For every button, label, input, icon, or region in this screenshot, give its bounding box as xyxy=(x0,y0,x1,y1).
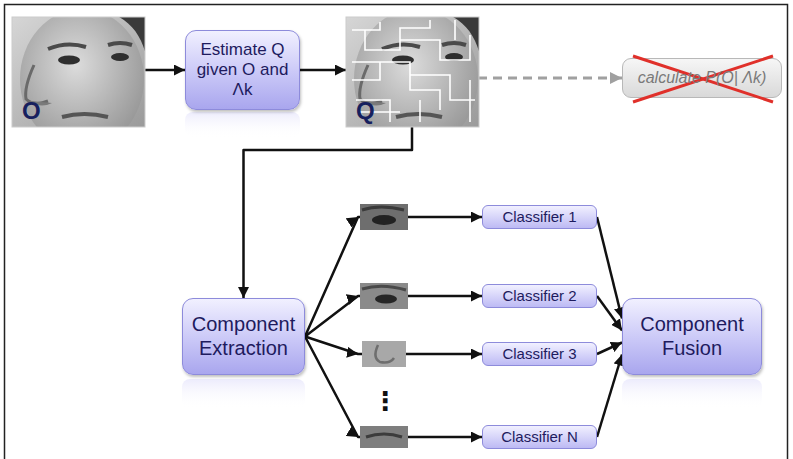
classifier-box: Classifier 2 xyxy=(482,284,597,308)
classifier-box: Classifier N xyxy=(482,425,597,449)
flow-arrow xyxy=(145,69,185,72)
eye-patch xyxy=(360,204,408,230)
node-text: Classifier 3 xyxy=(502,345,576,363)
segmented-image: Q xyxy=(346,17,478,127)
box-reflection xyxy=(185,112,300,138)
node-text: Component Fusion xyxy=(630,313,754,360)
flow-arrow xyxy=(597,343,622,355)
flow-arrow xyxy=(305,217,482,337)
flow-arrow xyxy=(597,296,622,331)
classifier-box: Classifier 1 xyxy=(482,205,597,229)
face-photo xyxy=(12,9,152,149)
box-reflection xyxy=(182,379,305,409)
process-box: Component Fusion xyxy=(622,298,762,375)
flow-arrow xyxy=(300,69,346,72)
ellipsis-dots: ⋮ xyxy=(370,386,400,417)
box-reflection xyxy=(622,379,762,409)
node-text: Classifier 2 xyxy=(502,287,576,305)
cross-out-line xyxy=(633,56,773,102)
segmented-face-photo xyxy=(346,9,486,149)
eye-patch xyxy=(360,283,408,309)
frame-border xyxy=(5,5,788,459)
node-text: Classifier N xyxy=(501,428,578,446)
flow-arrow xyxy=(597,355,622,438)
classifier-box: Classifier 3 xyxy=(482,342,597,366)
flow-arrow xyxy=(305,337,482,438)
node-text: O xyxy=(22,97,41,125)
cross-out-line xyxy=(633,56,773,102)
node-text: Component Extraction xyxy=(190,313,297,360)
process-box: Estimate Q given O and Λk xyxy=(185,30,300,110)
input-image: O xyxy=(12,17,145,127)
flow-arrow xyxy=(244,127,413,298)
mouth-patch xyxy=(360,426,408,448)
crossed-out-box: calculate P(O| Λk) xyxy=(622,58,782,98)
node-text: Q xyxy=(356,97,375,125)
node-text: calculate P(O| Λk) xyxy=(638,69,767,88)
dashed-arrow xyxy=(478,77,622,80)
nose-patch xyxy=(362,341,406,367)
node-text: Classifier 1 xyxy=(502,208,576,226)
node-text: Estimate Q given O and Λk xyxy=(193,40,292,100)
process-box: Component Extraction xyxy=(182,298,305,375)
